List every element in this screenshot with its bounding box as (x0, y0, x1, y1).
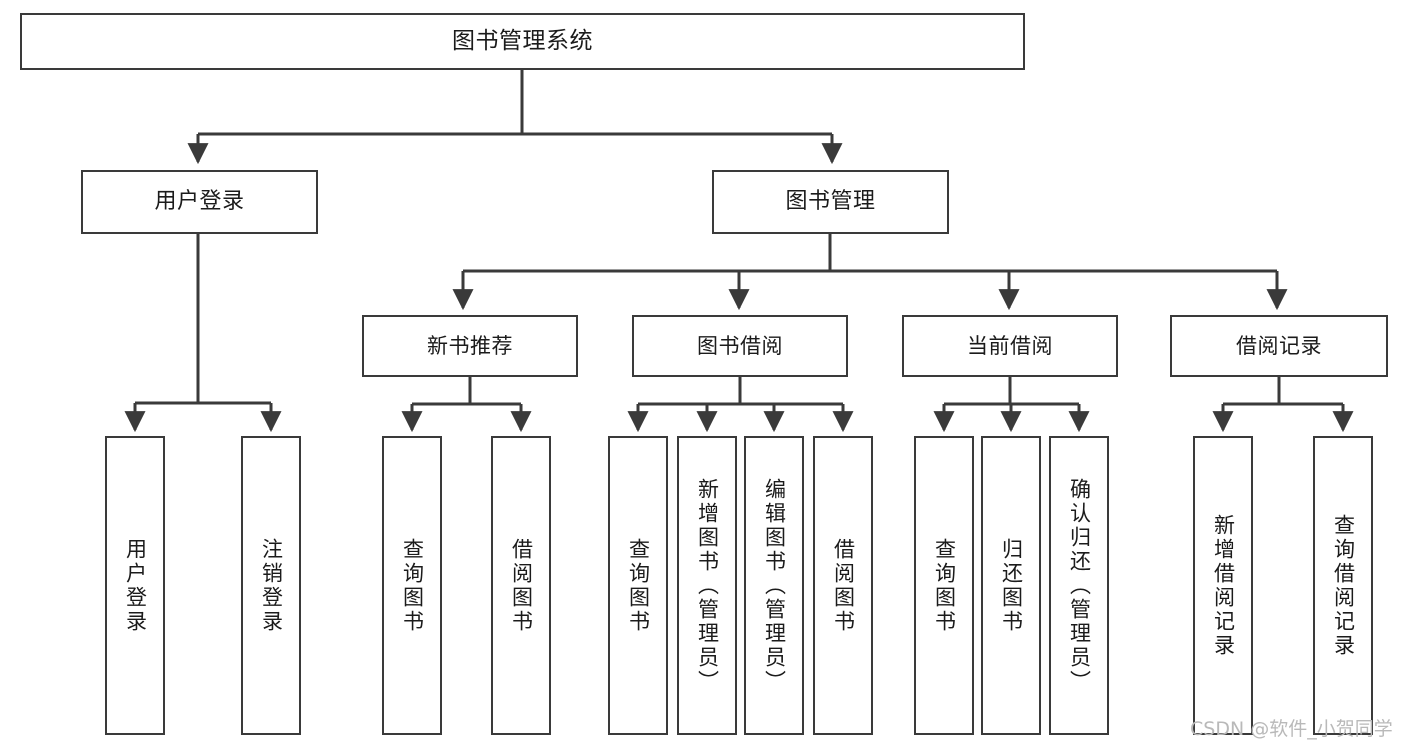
node-book-borrow[interactable]: 图书借阅 (632, 315, 848, 377)
node-label: 注销登录 (259, 537, 284, 634)
node-current-borrow[interactable]: 当前借阅 (902, 315, 1118, 377)
node-label: 查询图书 (626, 537, 651, 634)
node-leaf-add-record[interactable]: 新增借阅记录 (1193, 436, 1253, 735)
node-leaf-add-book[interactable]: 新增图书（管理员） (677, 436, 737, 735)
node-label: 当前借阅 (967, 333, 1053, 358)
node-label: 编辑图书（管理员） (762, 477, 787, 694)
node-label: 图书借阅 (697, 333, 783, 358)
node-label: 查询图书 (932, 537, 957, 634)
node-label: 查询图书 (400, 537, 425, 634)
node-leaf-query-book-1[interactable]: 查询图书 (382, 436, 442, 735)
node-label: 借阅记录 (1236, 333, 1322, 358)
node-new-book-recommend[interactable]: 新书推荐 (362, 315, 578, 377)
node-label: 图书管理 (785, 189, 876, 215)
node-leaf-query-book-3[interactable]: 查询图书 (914, 436, 974, 735)
node-leaf-borrow-book-2[interactable]: 借阅图书 (813, 436, 873, 735)
node-label: 图书管理系统 (452, 27, 593, 54)
node-user-login[interactable]: 用户登录 (81, 170, 318, 234)
node-label: 借阅图书 (831, 537, 856, 634)
node-borrow-record[interactable]: 借阅记录 (1170, 315, 1388, 377)
node-label: 查询借阅记录 (1331, 513, 1356, 658)
node-leaf-user-login[interactable]: 用户登录 (105, 436, 165, 735)
node-leaf-return-book[interactable]: 归还图书 (981, 436, 1041, 735)
watermark-csdn: CSDN @软件_小贺同学 (1190, 718, 1393, 740)
node-leaf-query-record[interactable]: 查询借阅记录 (1313, 436, 1373, 735)
node-label: 确认归还（管理员） (1067, 477, 1092, 694)
node-label: 用户登录 (154, 189, 245, 215)
node-leaf-edit-book[interactable]: 编辑图书（管理员） (744, 436, 804, 735)
node-leaf-logout-login[interactable]: 注销登录 (241, 436, 301, 735)
node-root-system[interactable]: 图书管理系统 (20, 13, 1025, 70)
node-leaf-query-book-2[interactable]: 查询图书 (608, 436, 668, 735)
node-label: 归还图书 (999, 537, 1024, 634)
node-label: 用户登录 (123, 537, 148, 634)
node-leaf-borrow-book-1[interactable]: 借阅图书 (491, 436, 551, 735)
node-label: 新增图书（管理员） (695, 477, 720, 694)
node-label: 新书推荐 (427, 333, 513, 358)
node-leaf-confirm-return[interactable]: 确认归还（管理员） (1049, 436, 1109, 735)
node-label: 新增借阅记录 (1211, 513, 1236, 658)
node-book-management[interactable]: 图书管理 (712, 170, 949, 234)
node-label: 借阅图书 (509, 537, 534, 634)
